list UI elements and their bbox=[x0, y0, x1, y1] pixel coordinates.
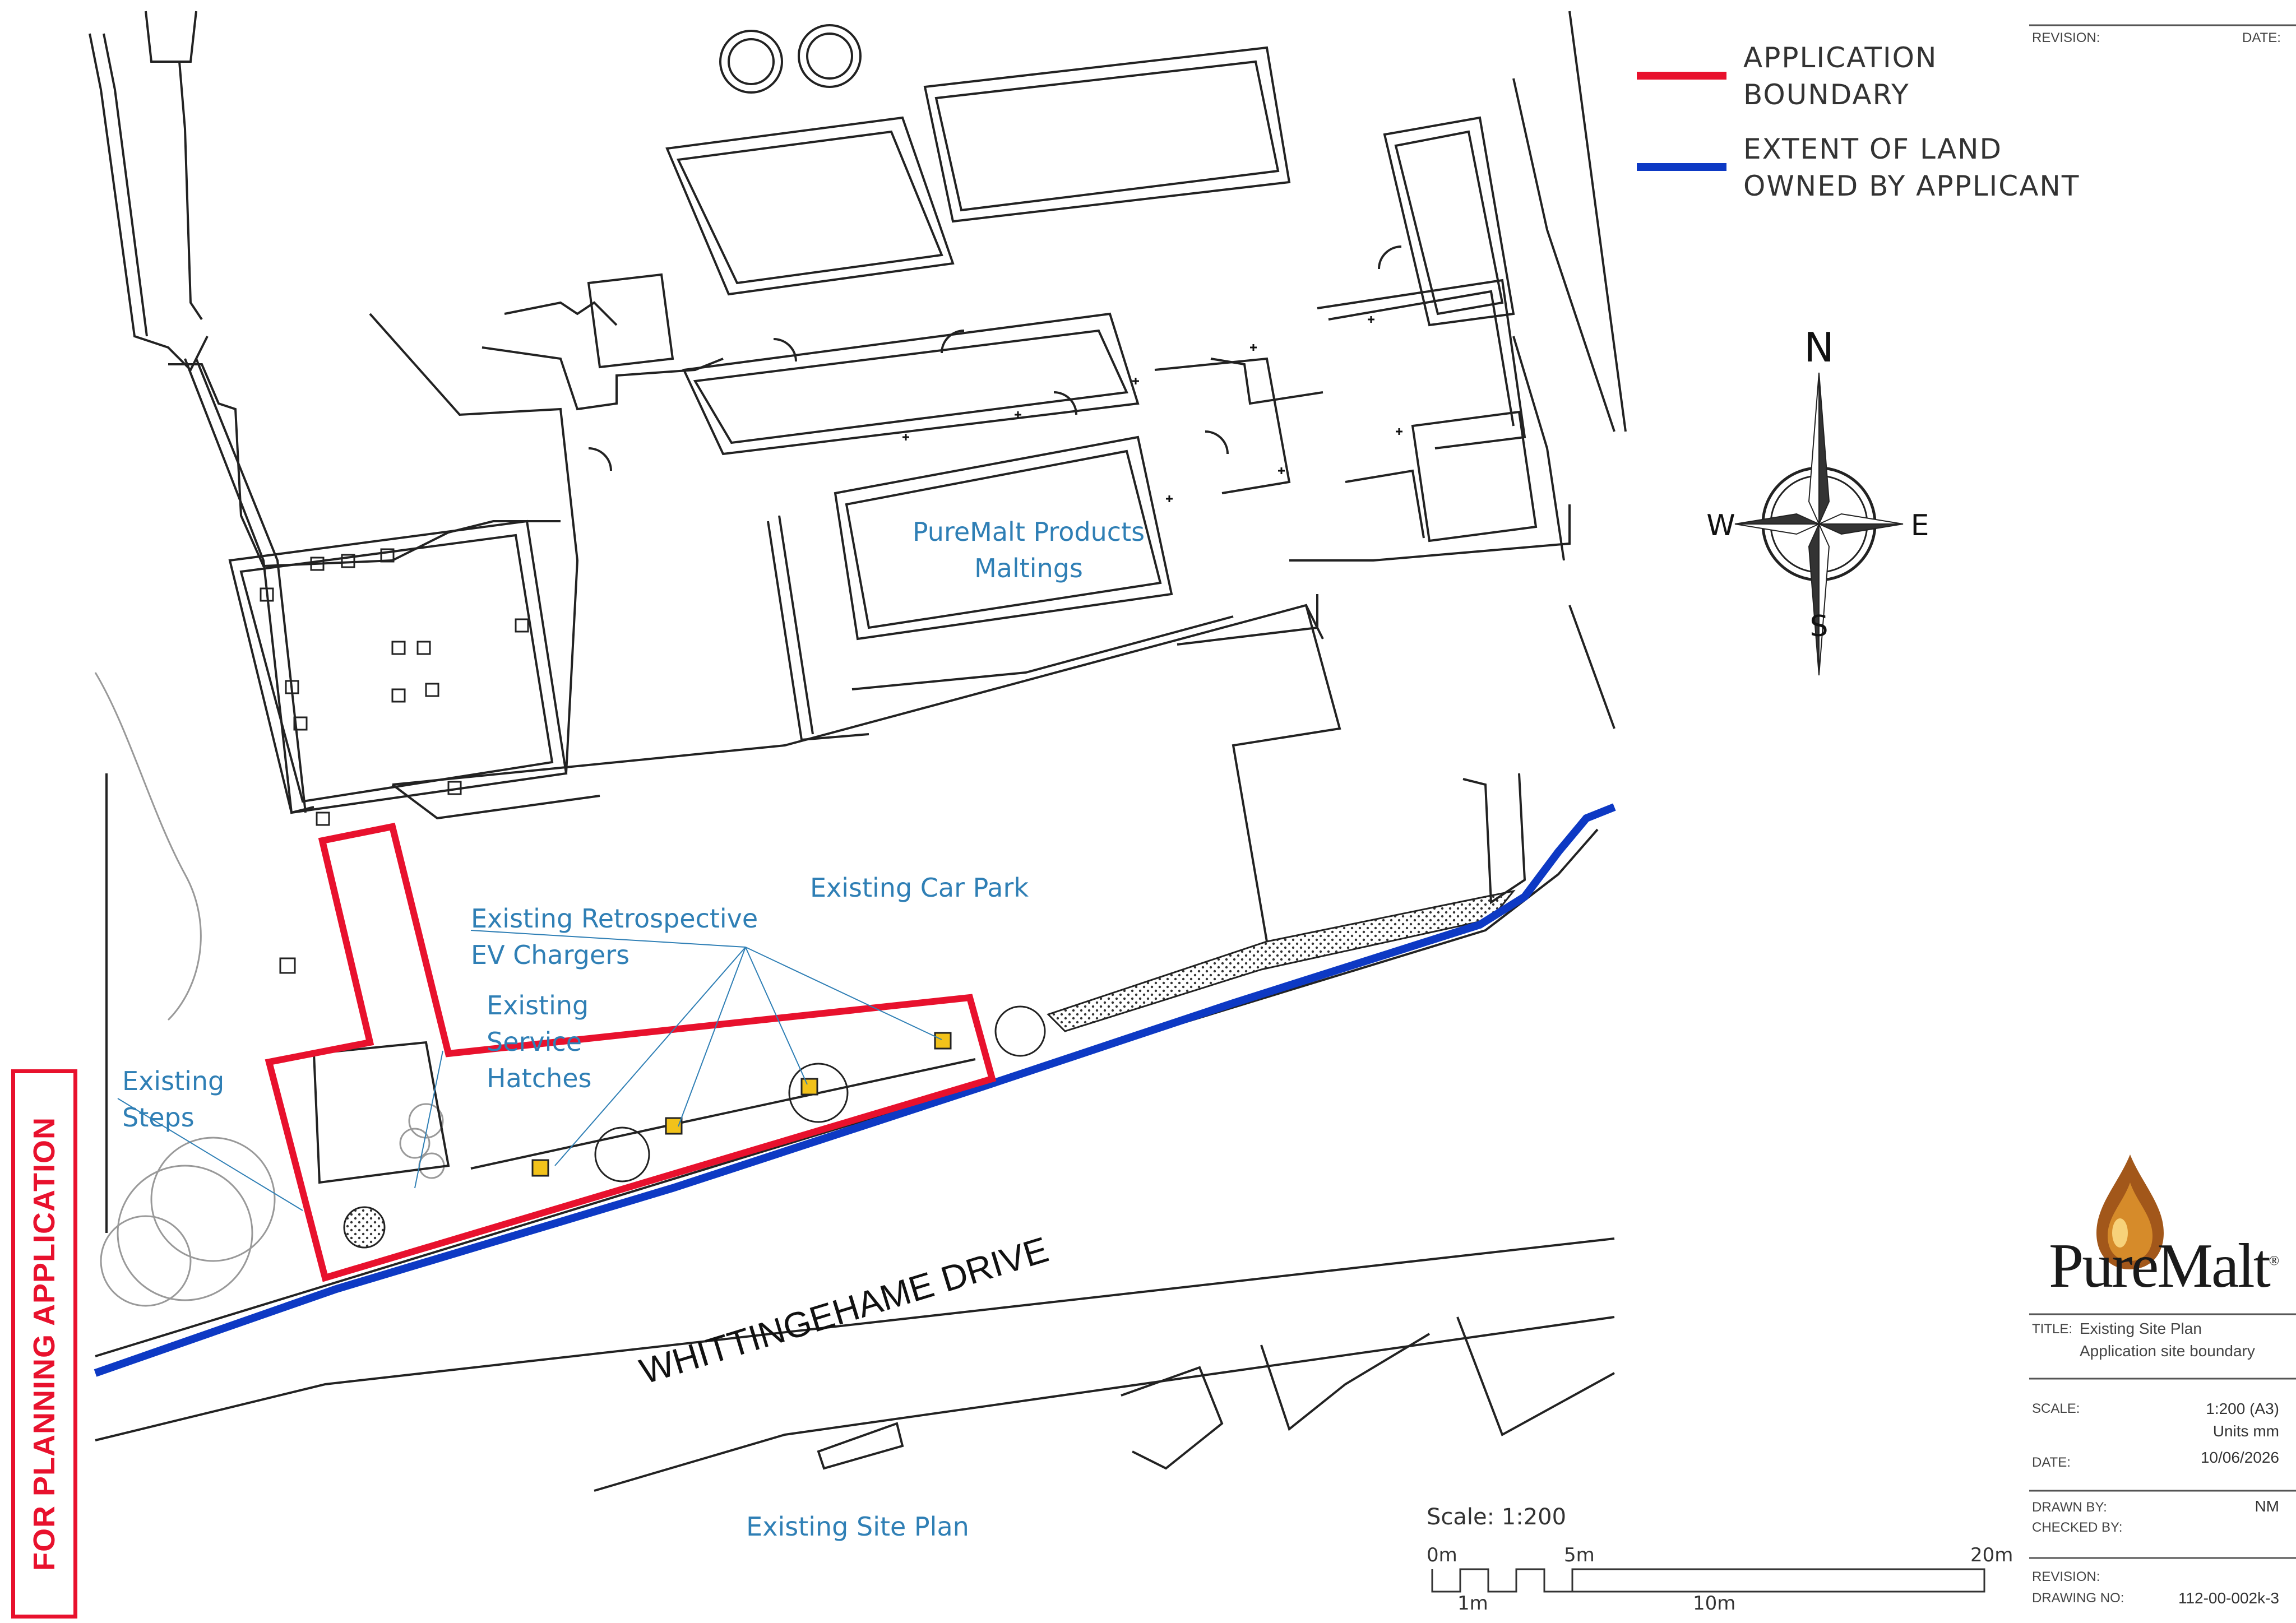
date-value: 10/06/2026 bbox=[2200, 1449, 2279, 1466]
service-hatches-label-line1: Existing bbox=[487, 990, 589, 1021]
scale-tick-1m: 1m bbox=[1457, 1592, 1488, 1615]
road-lines bbox=[95, 773, 1615, 1492]
planning-stamp: FOR PLANNING APPLICATION bbox=[11, 1069, 77, 1619]
units-value: Units mm bbox=[2212, 1422, 2279, 1440]
compass-n: N bbox=[1804, 324, 1834, 371]
title-line2: Application site boundary bbox=[2080, 1342, 2255, 1360]
scale-tick-5m: 5m bbox=[1564, 1544, 1595, 1566]
revision-label-2: REVISION: bbox=[2032, 1569, 2100, 1584]
date-label: DATE: bbox=[2242, 30, 2281, 45]
scale-bar-title: Scale: 1:200 bbox=[1427, 1504, 1566, 1530]
drawn-by-label: DRAWN BY: bbox=[2032, 1500, 2107, 1515]
logo-text: PureMalt bbox=[2049, 1231, 2271, 1301]
planted-verge bbox=[1047, 889, 1516, 1032]
title-line1: Existing Site Plan bbox=[2080, 1320, 2202, 1337]
application-boundary-line bbox=[265, 822, 997, 1282]
north-arrow: N E S W bbox=[1706, 324, 1929, 676]
scale-value: 1:200 (A3) bbox=[2206, 1400, 2279, 1417]
trees-left bbox=[94, 672, 445, 1307]
date-label-2: DATE: bbox=[2032, 1455, 2071, 1470]
title-block-frame bbox=[2029, 24, 2296, 1559]
building-outlines bbox=[89, 11, 1627, 942]
legend-label-line2: BOUNDARY bbox=[1743, 78, 1910, 111]
legend-label-line1: APPLICATION bbox=[1743, 41, 1938, 74]
scale-tick-20m: 20m bbox=[1970, 1544, 2013, 1566]
revision-label: REVISION: bbox=[2032, 30, 2100, 45]
drawing-no-label: DRAWING NO: bbox=[2032, 1590, 2124, 1606]
service-hatches-label-line2: Service bbox=[487, 1027, 582, 1057]
compass-s: S bbox=[1809, 610, 1828, 643]
checked-by-label: CHECKED BY: bbox=[2032, 1520, 2123, 1535]
scale-tick-10m: 10m bbox=[1693, 1592, 1735, 1615]
road-name-label: WHITTINGEHAME DRIVE bbox=[635, 1229, 1053, 1392]
columns bbox=[260, 548, 529, 974]
building-name-line1: PureMalt Products bbox=[913, 517, 1145, 547]
legend-label-line2: OWNED BY APPLICANT bbox=[1743, 170, 2080, 202]
small-trees bbox=[343, 1005, 1046, 1249]
ev-chargers-label-line1: Existing Retrospective bbox=[471, 903, 758, 934]
light-fixtures bbox=[902, 316, 1402, 502]
scale-label: SCALE: bbox=[2032, 1401, 2080, 1416]
drawing-no-value: 112-00-002k-3 bbox=[2178, 1589, 2279, 1607]
legend-item-application-boundary: APPLICATION BOUNDARY bbox=[1743, 39, 1937, 113]
car-park-label: Existing Car Park bbox=[810, 873, 1029, 903]
puremalt-logo-drop-icon bbox=[2096, 1154, 2164, 1269]
steps-label-line2: Steps bbox=[122, 1102, 195, 1133]
ev-chargers-label-line2: EV Chargers bbox=[471, 940, 629, 970]
application-boundary-inner-path bbox=[470, 1058, 976, 1170]
annotation-leaders bbox=[117, 930, 942, 1211]
title-label: TITLE: bbox=[2032, 1321, 2073, 1337]
scale-tick-0m: 0m bbox=[1427, 1544, 1457, 1566]
building-name-line2: Maltings bbox=[974, 553, 1083, 583]
steps-label-line1: Existing bbox=[122, 1066, 224, 1096]
logo-registered-mark: ® bbox=[2269, 1254, 2279, 1269]
plan-labels: PureMalt Products Maltings Existing Car … bbox=[122, 517, 1145, 1542]
owned-land-line bbox=[94, 803, 1616, 1377]
legend-item-owned-land: EXTENT OF LAND OWNED BY APPLICANT bbox=[1743, 131, 2080, 205]
service-hatches-label-line3: Hatches bbox=[487, 1063, 592, 1093]
scale-bar: Scale: 1:200 0m 5m 20m 1m 10m bbox=[1427, 1504, 2013, 1615]
compass-e: E bbox=[1911, 509, 1929, 542]
plan-caption: Existing Site Plan bbox=[746, 1511, 969, 1542]
planning-stamp-text: FOR PLANNING APPLICATION bbox=[27, 1117, 61, 1571]
drawn-by-value: NM bbox=[2255, 1497, 2279, 1515]
compass-w: W bbox=[1706, 509, 1735, 542]
legend-label-line1: EXTENT OF LAND bbox=[1743, 133, 2003, 165]
puremalt-logo-wordmark: PureMalt® bbox=[2049, 1230, 2279, 1302]
